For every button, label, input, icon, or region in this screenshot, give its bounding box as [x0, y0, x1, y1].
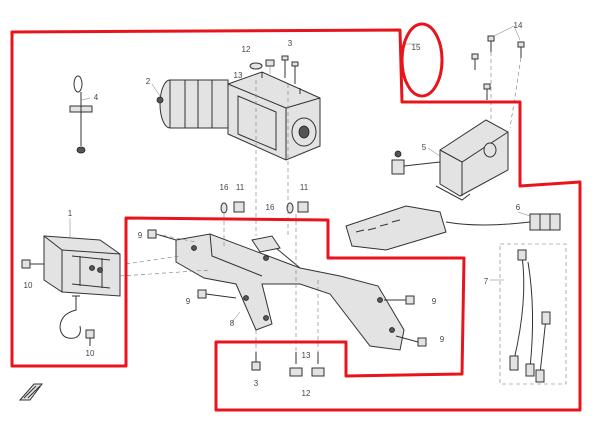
- callout-16-left: 16: [220, 183, 229, 192]
- callout-9-left: 9: [138, 231, 143, 240]
- callout-3-top: 3: [288, 39, 293, 48]
- callout-11-left: 11: [236, 183, 245, 192]
- callout-numbers: 1 2 3 3 4 5 6 7 8 9 9 9 9 10 10 11 11 12…: [24, 21, 523, 398]
- washers-16-nuts-11: [220, 201, 309, 214]
- red-circle-annotation-15: [400, 22, 444, 98]
- callout-9-mid: 9: [186, 297, 191, 306]
- bolt-3-top-pair: [281, 55, 299, 84]
- contactor-cable-set: [499, 243, 567, 385]
- red-outline-annotation: [10, 28, 582, 412]
- callout-1: 1: [68, 209, 73, 218]
- callout-8: 8: [230, 319, 235, 328]
- corner-logo-icon: [18, 383, 43, 401]
- callout-13-top: 13: [234, 71, 243, 80]
- winch-hook: [59, 295, 81, 339]
- mounting-bracket-plate: [175, 233, 405, 351]
- winch-motor: [156, 79, 229, 129]
- bottom-nuts-12-13: [289, 352, 325, 377]
- receiver-connector-plug: [391, 150, 441, 175]
- callout-5: 5: [422, 143, 427, 152]
- callout-6: 6: [516, 203, 521, 212]
- callout-2: 2: [146, 77, 151, 86]
- callout-16-right: 16: [266, 203, 275, 212]
- washer-12-nut-13-top: [249, 59, 275, 74]
- callout-leaders: [69, 25, 531, 323]
- bolts-14: [471, 35, 525, 129]
- callout-10-left: 10: [24, 281, 33, 290]
- callout-7: 7: [484, 277, 489, 286]
- callout-3-bottom: 3: [254, 379, 259, 388]
- bracket-bolts-9: [147, 229, 427, 347]
- assembly-guide-lines: [119, 80, 319, 352]
- winch-drum-housing: [227, 71, 321, 161]
- callout-10-bottom: 10: [86, 349, 95, 358]
- callout-11-right: 11: [300, 183, 309, 192]
- fairlead-bolts-10: [21, 259, 95, 346]
- bottom-bolt-3: [251, 352, 261, 371]
- callout-15: 15: [412, 43, 421, 52]
- callout-9-right-upper: 9: [432, 297, 437, 306]
- tow-pin-handle: [69, 75, 93, 154]
- callout-4: 4: [94, 93, 99, 102]
- remote-receiver-box: [435, 119, 509, 201]
- roller-fairlead: [43, 235, 121, 297]
- callout-13-bottom: 13: [302, 351, 311, 360]
- callout-14: 14: [514, 21, 523, 30]
- callout-9-right-lower: 9: [440, 335, 445, 344]
- callout-12-bottom: 12: [302, 389, 311, 398]
- callout-12-top: 12: [242, 45, 251, 54]
- handheld-remote-control: [345, 205, 561, 251]
